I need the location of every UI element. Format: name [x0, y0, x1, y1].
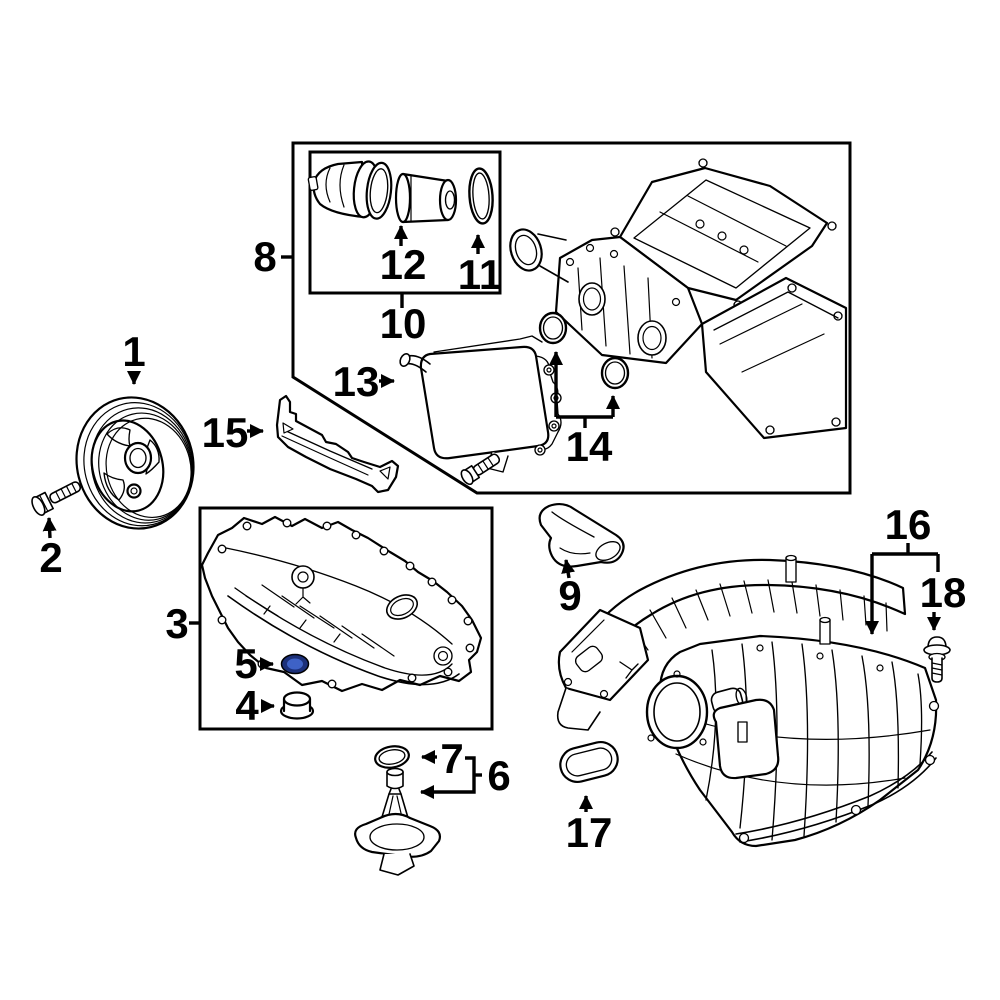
part-label-10: 10 — [380, 300, 427, 347]
part-label-6: 6 — [487, 752, 510, 799]
part-label-3: 3 — [165, 600, 188, 647]
part-label-17: 17 — [566, 809, 613, 856]
oil-cooler-bolt-drawing — [460, 453, 501, 486]
callout-8: 8 — [253, 233, 293, 280]
part-label-18: 18 — [920, 569, 967, 616]
part-label-16: 16 — [885, 501, 932, 548]
part-2-pulley-bolt-drawing — [31, 481, 82, 516]
leader-arrow-9 — [561, 559, 576, 579]
leader-arrow-2 — [42, 517, 57, 539]
callout-4: 4 — [235, 682, 275, 729]
part-13-oil-cooler-drawing — [399, 335, 562, 473]
part-label-4: 4 — [235, 682, 259, 729]
seal-center — [287, 658, 303, 670]
callout-5: 5 — [234, 640, 274, 687]
leader-bracket-14 — [556, 415, 613, 428]
part-label-8: 8 — [253, 233, 276, 280]
part-18-fastener-drawing — [923, 636, 951, 683]
part-10-filter-kit-box — [308, 150, 502, 295]
part-4-drain-plug-drawing — [279, 691, 315, 720]
part-label-15: 15 — [202, 409, 249, 456]
part-label-13: 13 — [333, 358, 380, 405]
part-label-11: 11 — [458, 251, 502, 298]
callout-10: 10 — [380, 294, 427, 347]
callout-12: 12 — [380, 225, 427, 288]
part-11-filter-o-ring-drawing — [468, 167, 494, 225]
part-label-2: 2 — [39, 534, 62, 581]
callout-14: 14 — [549, 351, 620, 470]
callout-11: 11 — [458, 234, 502, 298]
part-6-dipstick-drawing — [354, 767, 442, 876]
leader-bracket-16 — [872, 543, 940, 572]
part-17-manifold-gasket-drawing — [559, 740, 619, 784]
callout-7: 7 — [421, 735, 464, 782]
part-7-o-ring-drawing — [374, 745, 410, 769]
callout-18: 18 — [920, 569, 967, 631]
part-8-kit-box — [291, 141, 852, 495]
callout-3: 3 — [165, 600, 200, 647]
part-label-7: 7 — [440, 735, 463, 782]
part-label-5: 5 — [234, 640, 257, 687]
callout-16: 16 — [865, 501, 940, 635]
part-15-bracket-drawing — [275, 394, 400, 494]
part-label-9: 9 — [558, 572, 581, 619]
part-3-oil-pan-drawing — [200, 515, 483, 693]
part-12-oil-filter-element-drawing — [394, 172, 458, 224]
callout-6: 6 — [420, 752, 511, 799]
oil-filter-cap-drawing — [307, 160, 393, 220]
callout-2: 2 — [39, 517, 63, 581]
callout-1: 1 — [122, 328, 146, 385]
callout-13: 13 — [333, 358, 395, 405]
part-14-seals-drawing — [538, 311, 630, 390]
part-label-1: 1 — [122, 328, 145, 375]
callout-15: 15 — [202, 409, 264, 456]
part-label-12: 12 — [380, 241, 427, 288]
part-9-air-duct-drawing — [538, 502, 625, 568]
engine-block-assembly-drawing — [509, 158, 848, 440]
part-1-crankshaft-pulley-drawing — [75, 396, 195, 530]
callout-17: 17 — [566, 795, 613, 856]
part-5-seal-highlighted-drawing — [280, 653, 310, 675]
part-label-14: 14 — [566, 423, 613, 470]
callout-9: 9 — [558, 559, 582, 619]
part-3-oil-pan-box — [198, 506, 494, 731]
part-16-intake-manifold-drawing — [556, 554, 940, 848]
